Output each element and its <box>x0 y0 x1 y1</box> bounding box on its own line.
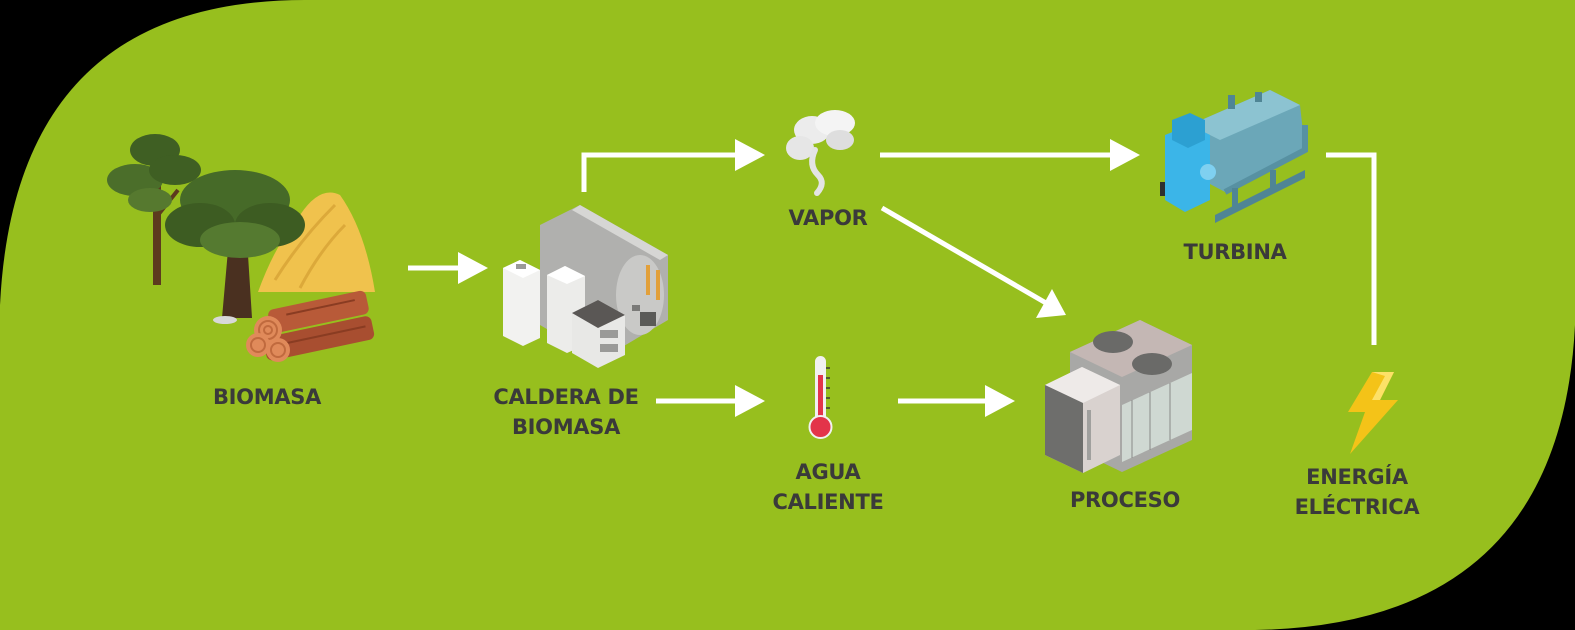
node-label-agua: AGUA CALIENTE <box>772 457 883 517</box>
arrow-turbina-to-energia <box>1326 152 1377 345</box>
node-label-vapor: VAPOR <box>788 206 868 230</box>
node-label-energia-line2: ELÉCTRICA <box>1294 495 1420 519</box>
node-label-energia-line1: ENERGÍA <box>1306 465 1408 489</box>
arrow-biomasa-to-caldera <box>408 252 488 284</box>
node-label-caldera-line1: CALDERA DE <box>493 385 639 409</box>
biomass-trees-logs-icon <box>107 134 375 362</box>
arrow-agua-to-proceso <box>898 385 1015 417</box>
node-label-turbina: TURBINA <box>1183 240 1287 264</box>
node-label-energia: ENERGÍA ELÉCTRICA <box>1295 462 1420 522</box>
flow-arrows <box>408 139 1377 417</box>
node-label-biomasa: BIOMASA <box>212 385 322 409</box>
industrial-process-icon <box>1045 320 1192 473</box>
node-label-agua-line1: AGUA <box>795 460 861 484</box>
arrow-caldera-to-vapor <box>581 139 765 192</box>
node-label-caldera-line2: BIOMASA <box>511 415 621 439</box>
turbine-icon <box>1160 90 1308 223</box>
thermometer-icon <box>808 356 833 439</box>
arrow-vapor-to-proceso <box>880 205 1066 318</box>
steam-cloud-icon <box>786 110 855 196</box>
node-label-proceso: PROCESO <box>1069 488 1181 512</box>
arrow-caldera-to-agua <box>656 385 765 417</box>
node-label-caldera: CALDERA DE BIOMASA <box>493 382 639 442</box>
boiler-icon <box>503 205 668 368</box>
arrow-vapor-to-turbina <box>880 139 1140 171</box>
node-label-agua-line2: CALIENTE <box>772 490 884 514</box>
lightning-bolt-icon <box>1348 372 1398 454</box>
